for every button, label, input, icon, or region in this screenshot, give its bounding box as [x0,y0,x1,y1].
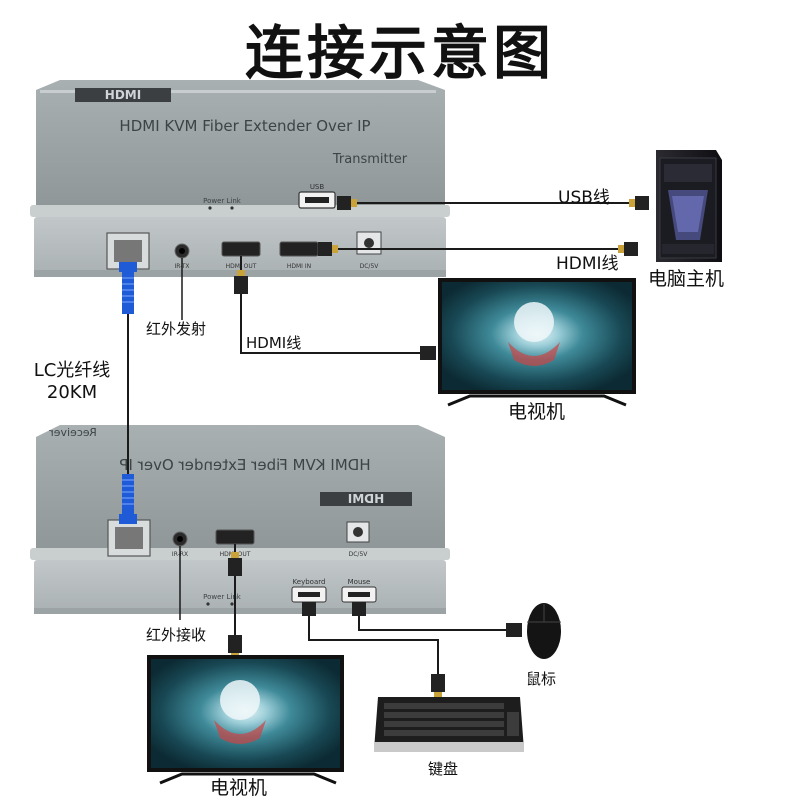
mouse-device [527,603,561,659]
receiver-hdmi-out-port [215,529,255,545]
transmitter-hdmi-logo: HDMI [75,88,171,102]
hdmi-cable-pc-label: HDMI线 [556,254,619,274]
receiver-role: Receiver [49,426,97,439]
hdmi-cable-tv-label: HDMI线 [246,334,302,352]
ir-tx-label: 红外发射 [146,320,207,338]
tv-top-label: 电视机 [508,401,566,423]
receiver-dc-label: DC/5V [349,551,369,558]
transmitter-hdmi-out-port [221,241,261,257]
receiver-mouse-port-label: Mouse [348,578,371,586]
transmitter-led-labels: Power Link [203,197,242,205]
receiver-product-name: HDMI KVM Fiber Extender Over IP [119,456,370,474]
transmitter-hdmi-in-label: HDMI IN [287,263,311,270]
keyboard-label: 键盘 [428,760,459,778]
transmitter-dc-label: DC/5V [360,263,380,270]
receiver-led-labels: Power Link [203,593,242,601]
receiver-brand-text: HDMI [348,492,384,506]
ir-rx-label: 红外接收 [146,626,207,644]
tv-bottom-label: 电视机 [210,777,268,799]
computer-label: 电脑主机 [648,268,725,290]
usb-cable-label: USB线 [558,188,610,208]
mouse-label: 鼠标 [526,670,557,688]
tv-top [438,278,636,407]
receiver-mirrored-print: Receiver HDMI KVM Fiber Extender Over IP… [49,426,412,506]
keyboard-cable [308,602,439,680]
tv-bottom [147,655,344,785]
receiver-top-body [36,425,445,548]
keyboard-device [374,697,524,752]
transmitter-top-body [36,80,445,205]
transmitter-brand-text: HDMI [105,88,141,102]
transmitter-usb-label: USB [310,183,325,191]
fiber-label: LC光纤线 20KM [24,360,120,404]
fiber-label-line1: LC光纤线 [33,360,111,381]
transmitter-unit: HDMI HDMI KVM Fiber Extender Over IP Tra… [30,80,450,277]
cable-plugs [228,196,649,697]
transmitter-hdmi-in-port [279,241,319,257]
transmitter-role: Transmitter [332,152,408,167]
receiver-unit: Receiver HDMI KVM Fiber Extender Over IP… [30,425,450,614]
fiber-cable [119,262,137,524]
receiver-hdmi-logo [320,492,412,506]
transmitter-seam [30,205,450,217]
receiver-keyboard-port-label: Keyboard [293,578,326,586]
diagram-title: 连接示意图 [244,19,555,87]
fiber-label-line2: 20KM [46,382,98,403]
computer-tower [656,150,722,262]
transmitter-product-name: HDMI KVM Fiber Extender Over IP [119,117,370,135]
